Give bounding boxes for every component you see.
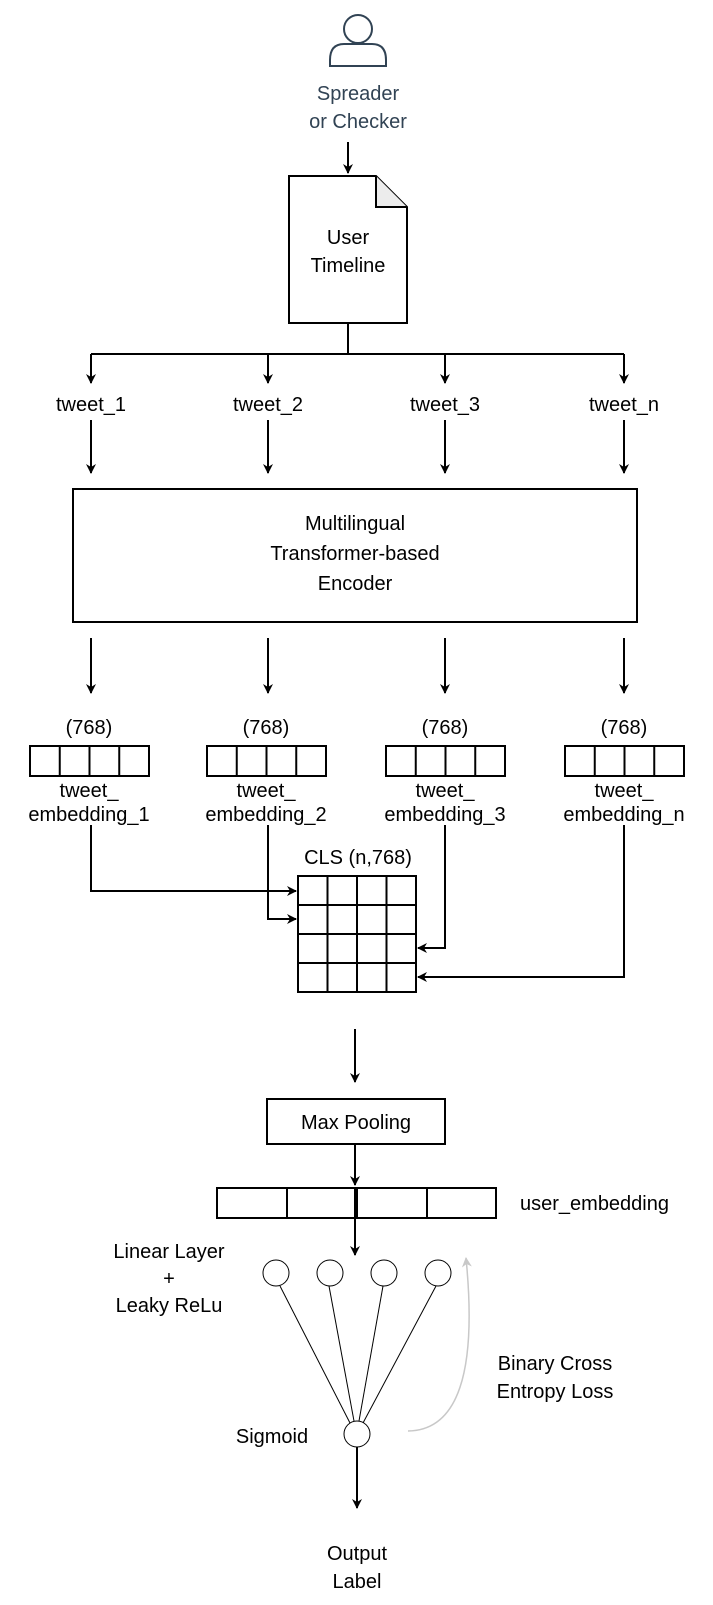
encoder-label-line-2: Transformer-based [270,543,439,565]
embedding-label-n-line-2: embedding_n [563,804,684,826]
loss-feedback-arrow [407,1257,472,1432]
output-label-line-1: Output [327,1543,387,1565]
linear-neuron-2 [316,1259,344,1287]
encoder-label-line-3: Encoder [318,573,393,595]
tweet-label-1: tweet_1 [56,394,126,416]
output-label-line-2: Label [333,1571,382,1593]
encoder-label-line-1: Multilingual [305,513,405,535]
embedding-vector-2 [206,745,327,777]
loss-label-line-2: Entropy Loss [497,1381,614,1403]
embedding-dim-1: (768) [66,717,113,739]
document-icon [288,175,408,324]
user-label-line-1: Spreader [317,83,400,105]
embedding-vector-3 [385,745,506,777]
linear-layer-label-line-3: Leaky ReLu [116,1295,223,1317]
embedding-label-1-line-1: tweet_ [60,780,120,802]
tweet-label-n: tweet_n [589,394,659,416]
embedding-label-2-line-1: tweet_ [237,780,297,802]
embedding-label-3-line-1: tweet_ [416,780,476,802]
arrows-embeddings-to-cls [90,825,625,982]
timeline-split-connector [86,323,629,384]
embedding-vector-n [564,745,685,777]
sigmoid-label: Sigmoid [236,1426,308,1448]
embedding-dim-3: (768) [422,717,469,739]
user-embedding-vector [216,1187,497,1219]
max-pooling-box [266,1098,446,1145]
linear-neuron-4 [424,1259,452,1287]
embedding-dim-2: (768) [243,717,290,739]
linear-neuron-3 [370,1259,398,1287]
timeline-label-line-2: Timeline [311,255,386,277]
user-label-line-2: or Checker [309,111,407,133]
user-icon [329,14,387,67]
linear-layer-label-line-1: Linear Layer [113,1241,225,1263]
arrows-encoder-to-embeddings [86,638,629,694]
neuron-connections [279,1285,437,1424]
linear-layer-label-line-2: + [163,1268,175,1290]
arrows-tweets-to-encoder [86,420,629,474]
encoder-box [72,488,638,623]
embedding-label-3-line-2: embedding_3 [384,804,505,826]
linear-neuron-1 [262,1259,290,1287]
tweet-label-2: tweet_2 [233,394,303,416]
embedding-vector-1 [29,745,150,777]
user-embedding-label: user_embedding [520,1193,669,1215]
embedding-label-2-line-2: embedding_2 [205,804,326,826]
timeline-label-line-1: User [327,227,370,249]
loss-label-line-1: Binary Cross [498,1353,612,1375]
document-fold [375,176,407,208]
max-pooling-label: Max Pooling [301,1112,411,1134]
cls-matrix [297,875,417,993]
tweet-label-3: tweet_3 [410,394,480,416]
sigmoid-neuron [343,1420,371,1448]
cls-label: CLS (n,768) [304,847,412,869]
embedding-label-n-line-1: tweet_ [595,780,655,802]
embedding-label-1-line-2: embedding_1 [28,804,149,826]
embedding-dim-n: (768) [601,717,648,739]
